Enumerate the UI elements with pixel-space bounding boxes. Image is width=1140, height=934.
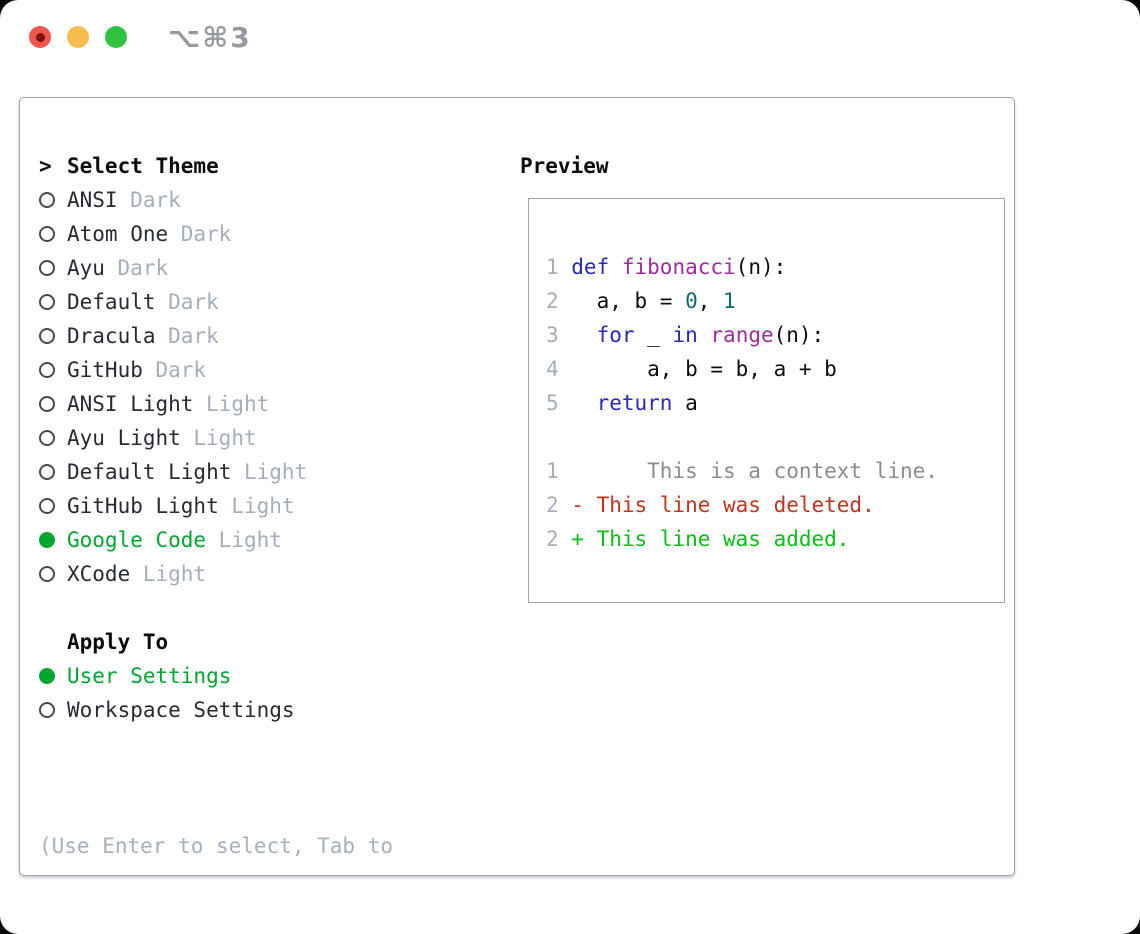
theme-option[interactable]: Default Light Light [39,455,489,489]
spacer [39,591,489,625]
theme-variant: Dark [168,324,219,348]
apply-option-label: User Settings [67,664,232,688]
radio-icon [39,396,67,412]
maximize-button[interactable] [105,26,127,48]
theme-name: XCode [67,562,131,586]
theme-option[interactable]: Default Dark [39,285,489,319]
theme-variant: Light [218,528,282,552]
theme-option-selected[interactable]: Google Code Light [39,523,489,557]
line-number: 3 [546,323,559,347]
theme-variant: Dark [130,188,181,212]
radio-icon [39,192,67,208]
radio-selected-icon [39,532,67,548]
close-button[interactable] [29,26,51,48]
apply-option-selected[interactable]: User Settings [39,659,489,693]
line-number: 4 [546,357,559,381]
unsaved-dot-icon [35,32,45,42]
theme-variant: Light [206,392,270,416]
radio-icon [39,430,67,446]
line-number: 1 [546,255,559,279]
preview-title: Preview [520,154,609,178]
theme-name: Google Code [67,528,207,552]
theme-option[interactable]: Dracula Dark [39,319,489,353]
diff-line-context: 1 This is a context line. [546,454,1004,488]
theme-list-header: > Select Theme [39,149,489,183]
apply-option[interactable]: Workspace Settings [39,693,489,727]
theme-name: Atom One [67,222,169,246]
apply-option-label: Workspace Settings [67,698,295,722]
cursor-marker: > [39,154,52,178]
radio-icon [39,260,67,276]
theme-option[interactable]: GitHub Light Light [39,489,489,523]
radio-icon [39,566,67,582]
theme-option[interactable]: XCode Light [39,557,489,591]
theme-name: Ayu Light [67,426,181,450]
theme-name: ANSI Light [67,392,194,416]
minimize-button[interactable] [67,26,89,48]
theme-option[interactable]: Atom One Dark [39,217,489,251]
theme-variant: Light [142,562,207,586]
line-number: 5 [546,391,559,415]
theme-name: ANSI [67,188,118,212]
radio-icon [39,294,67,310]
radio-icon [39,702,67,718]
radio-icon [39,464,67,480]
preview-header: Preview [520,149,1005,183]
theme-name: Dracula [67,324,156,348]
blank-line [546,420,1004,454]
theme-name: GitHub Light [67,494,219,518]
code-line: 4 a, b = b, a + b [546,352,1004,386]
diff-line-added: 2+ This line was added. [546,522,1004,556]
window-shortcut-label: ⌥⌘3 [168,20,252,54]
theme-option[interactable]: ANSI Dark [39,183,489,217]
theme-selector-panel: > Select Theme ANSI Dark Atom One Dark A… [19,97,1015,876]
theme-list-title: Select Theme [67,154,219,178]
line-number: 2 [546,527,559,551]
keyboard-hint: (Use Enter to select, Tab to change focu… [39,761,489,934]
code-line: 3 for _ in range(n): [546,318,1004,352]
traffic-lights [29,26,127,48]
theme-option[interactable]: ANSI Light Light [39,387,489,421]
theme-option[interactable]: Ayu Light Light [39,421,489,455]
theme-variant: Light [243,460,308,484]
titlebar: ⌥⌘3 [0,0,1140,74]
theme-option[interactable]: GitHub Dark [39,353,489,387]
theme-variant: Dark [155,358,207,382]
line-number: 1 [546,459,559,483]
theme-variant: Dark [117,256,169,280]
apply-to-title: Apply To [67,630,169,654]
theme-variant: Light [193,426,257,450]
radio-icon [39,226,67,242]
code-line: 2 a, b = 0, 1 [546,284,1004,318]
radio-icon [39,362,67,378]
theme-list-column: > Select Theme ANSI Dark Atom One Dark A… [39,149,489,934]
line-number: 2 [546,289,559,313]
apply-to-header: Apply To [39,625,489,659]
theme-option[interactable]: Ayu Dark [39,251,489,285]
radio-icon [39,328,67,344]
theme-name: Default [67,290,156,314]
line-number: 2 [546,493,559,517]
theme-name: Ayu [67,256,105,280]
theme-variant: Dark [168,290,219,314]
radio-selected-icon [39,668,67,684]
hint-line-1: (Use Enter to select, Tab to [39,834,394,858]
theme-variant: Light [231,494,295,518]
diff-line-deleted: 2- This line was deleted. [546,488,1004,522]
theme-name: GitHub [67,358,143,382]
radio-icon [39,498,67,514]
theme-name: Default Light [67,460,232,484]
code-line: 5 return a [546,386,1004,420]
theme-variant: Dark [180,222,232,246]
